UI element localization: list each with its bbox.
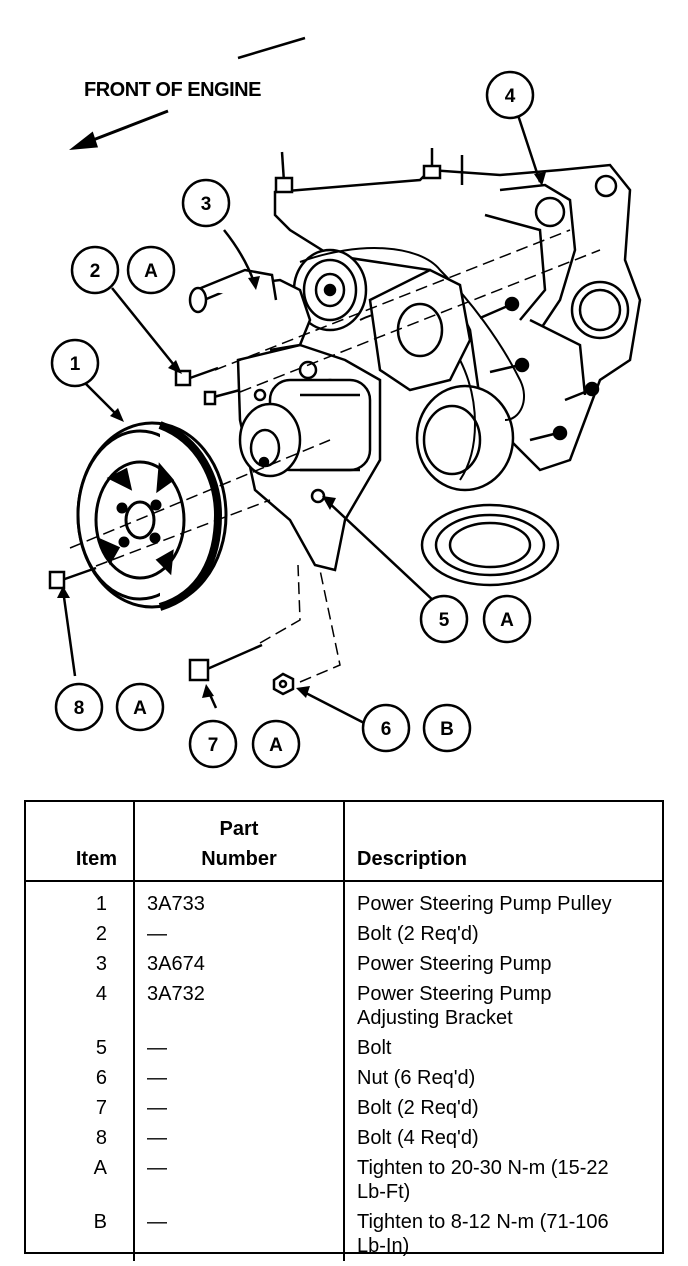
part-number-cell: — [134, 1033, 345, 1063]
item-cell: 1 [26, 881, 135, 919]
adjusting-bracket [273, 163, 642, 472]
callout-5: 5 A [419, 594, 532, 644]
description-line: Bolt (2 Req'd) [357, 1097, 479, 1119]
bolt-item-8 [48, 566, 97, 590]
leader-arrowheads [57, 172, 546, 698]
header-description: Description [357, 848, 468, 870]
description-line: Nut (6 Req'd) [357, 1067, 476, 1089]
svg-text:2: 2 [90, 261, 101, 282]
svg-text:5: 5 [439, 610, 450, 631]
assembly-centerlines [69, 229, 601, 683]
item-cell: B [26, 1207, 135, 1261]
part-number-cell: — [134, 1063, 345, 1093]
item-cell: 7 [26, 1093, 135, 1123]
bracket-bolts [203, 296, 600, 442]
description-line: Power Steering Pump Pulley [357, 893, 612, 915]
callout-3: 3 [181, 178, 231, 228]
part-number-cell: — [134, 1093, 345, 1123]
description-cell: Nut (6 Req'd) [344, 1063, 662, 1093]
part-number-cell: — [134, 1153, 345, 1207]
callout-4: 4 [485, 70, 535, 120]
power-steering-pump-pulley [76, 421, 228, 611]
description-line: Tighten to 20-30 N-m (15-22 [357, 1157, 609, 1179]
item-cell: 6 [26, 1063, 135, 1093]
description-line: Lb-Ft) [357, 1181, 411, 1203]
description-cell: Bolt (4 Req'd) [344, 1123, 662, 1153]
description-line: Lb-In) [357, 1235, 410, 1257]
description-cell: Bolt (2 Req'd) [344, 919, 662, 949]
description-cell: Bolt [344, 1033, 662, 1063]
description-line: Bolt (4 Req'd) [357, 1127, 479, 1149]
svg-text:7: 7 [208, 735, 219, 756]
part-number-cell: 3A733 [134, 881, 345, 919]
idler-pulley-upper [292, 248, 368, 332]
item-cell: 8 [26, 1123, 135, 1153]
callout-7: 7 A [188, 719, 301, 769]
part-number-cell: 3A674 [134, 949, 345, 979]
svg-text:8: 8 [74, 698, 85, 719]
table-row: 7— Bolt (2 Req'd) [26, 1093, 662, 1123]
crank-pulley-partial [420, 503, 560, 587]
svg-text:6: 6 [381, 719, 392, 740]
front-of-engine-label: FRONT OF ENGINE [84, 79, 261, 101]
bolt-item-7 [188, 643, 263, 682]
table-row: 8— Bolt (4 Req'd) [26, 1123, 662, 1153]
callout-1: 1 [50, 338, 100, 388]
part-number-cell: — [134, 919, 345, 949]
front-direction-arrow [69, 36, 306, 150]
description-cell: Power Steering Pump Pulley [344, 881, 662, 919]
header-item: Item [26, 802, 135, 881]
svg-text:A: A [500, 610, 514, 631]
bracket-studs [274, 148, 464, 194]
svg-text:A: A [269, 735, 283, 756]
pump-bracket-boss [368, 268, 472, 392]
description-line: Bolt (2 Req'd) [357, 923, 479, 945]
callout-8: 8 A [54, 682, 165, 732]
svg-text:A: A [133, 698, 147, 719]
description-line: Bolt [357, 1037, 392, 1059]
description-cell: Bolt (2 Req'd) [344, 1093, 662, 1123]
part-number-cell: — [134, 1207, 345, 1261]
description-line: Power Steering Pump [357, 983, 552, 1005]
item-cell: 5 [26, 1033, 135, 1063]
item-cell: A [26, 1153, 135, 1207]
table-row: 5— Bolt [26, 1033, 662, 1063]
nut-item-6 [272, 672, 295, 696]
table-row: 2— Bolt (2 Req'd) [26, 919, 662, 949]
item-cell: 4 [26, 979, 135, 1033]
svg-text:3: 3 [201, 194, 212, 215]
description-line: Tighten to 8-12 N-m (71-106 [357, 1211, 609, 1233]
svg-text:4: 4 [505, 86, 516, 107]
item-cell: 3 [26, 949, 135, 979]
item-cell: 2 [26, 919, 135, 949]
part-number-cell: — [134, 1123, 345, 1153]
table-header-row: Item Part Number Description [26, 802, 662, 881]
svg-text:1: 1 [70, 354, 81, 375]
svg-text:B: B [440, 719, 454, 740]
callout-2: 2 A [70, 245, 176, 295]
table-row: 6— Nut (6 Req'd) [26, 1063, 662, 1093]
header-part-number: Part Number [134, 802, 345, 881]
description-line: Power Steering Pump [357, 953, 552, 975]
description-cell: Power Steering Pump [344, 949, 662, 979]
tensioner-pulley [415, 384, 515, 492]
bolt-item-5 [310, 488, 326, 504]
description-line: Adjusting Bracket [357, 1007, 513, 1029]
svg-text:A: A [144, 261, 158, 282]
exploded-view-diagram: FRONT OF ENGINE [48, 36, 642, 769]
callout-6: 6 B [361, 703, 472, 753]
part-number-cell: 3A732 [134, 979, 345, 1033]
bolt-item-2 [174, 366, 219, 387]
